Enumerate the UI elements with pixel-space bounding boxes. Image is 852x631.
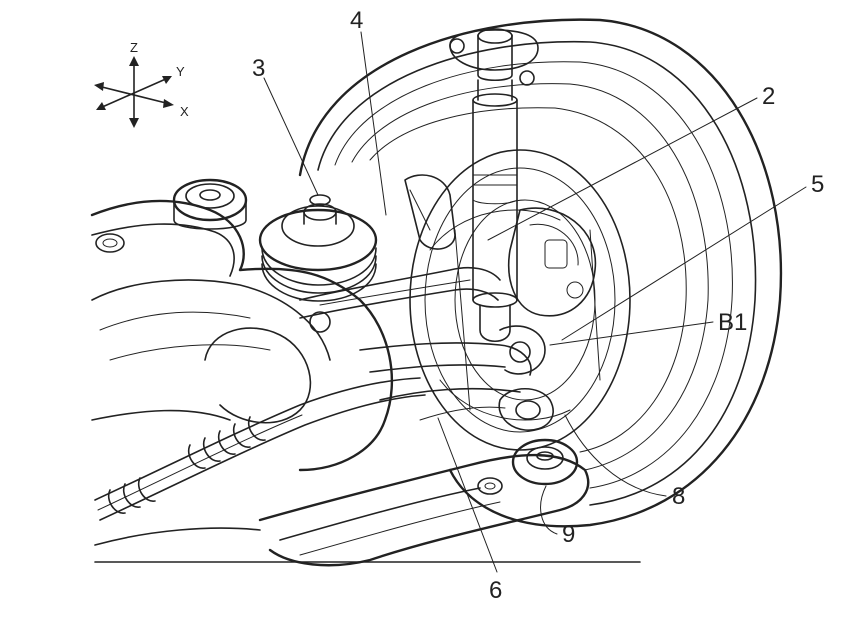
callout-4: 4 bbox=[350, 7, 363, 34]
callout-leaders bbox=[263, 31, 807, 573]
callout-b1: B1 bbox=[718, 309, 747, 336]
shock-absorber bbox=[449, 28, 539, 343]
subframe bbox=[90, 178, 394, 472]
callout-8: 8 bbox=[672, 483, 685, 510]
callout-2: 2 bbox=[762, 83, 775, 110]
coil-spring bbox=[258, 194, 378, 302]
brake-disc bbox=[409, 149, 631, 451]
callout-6: 6 bbox=[489, 577, 502, 604]
callout-9: 9 bbox=[562, 521, 575, 548]
callout-3: 3 bbox=[252, 55, 265, 82]
lower-rail bbox=[94, 438, 641, 567]
axis-y-label: Y bbox=[176, 64, 185, 79]
callout-5: 5 bbox=[811, 171, 824, 198]
axis-x-label: X bbox=[180, 104, 189, 119]
brake-caliper bbox=[508, 207, 597, 317]
wheel-tire bbox=[298, 18, 783, 528]
lower-control-arm bbox=[359, 325, 554, 431]
coordinate-axes-icon: Z Y X bbox=[94, 40, 189, 128]
drive-shaft bbox=[94, 377, 426, 521]
axis-z-label: Z bbox=[130, 40, 138, 55]
upper-control-arm bbox=[299, 174, 501, 319]
